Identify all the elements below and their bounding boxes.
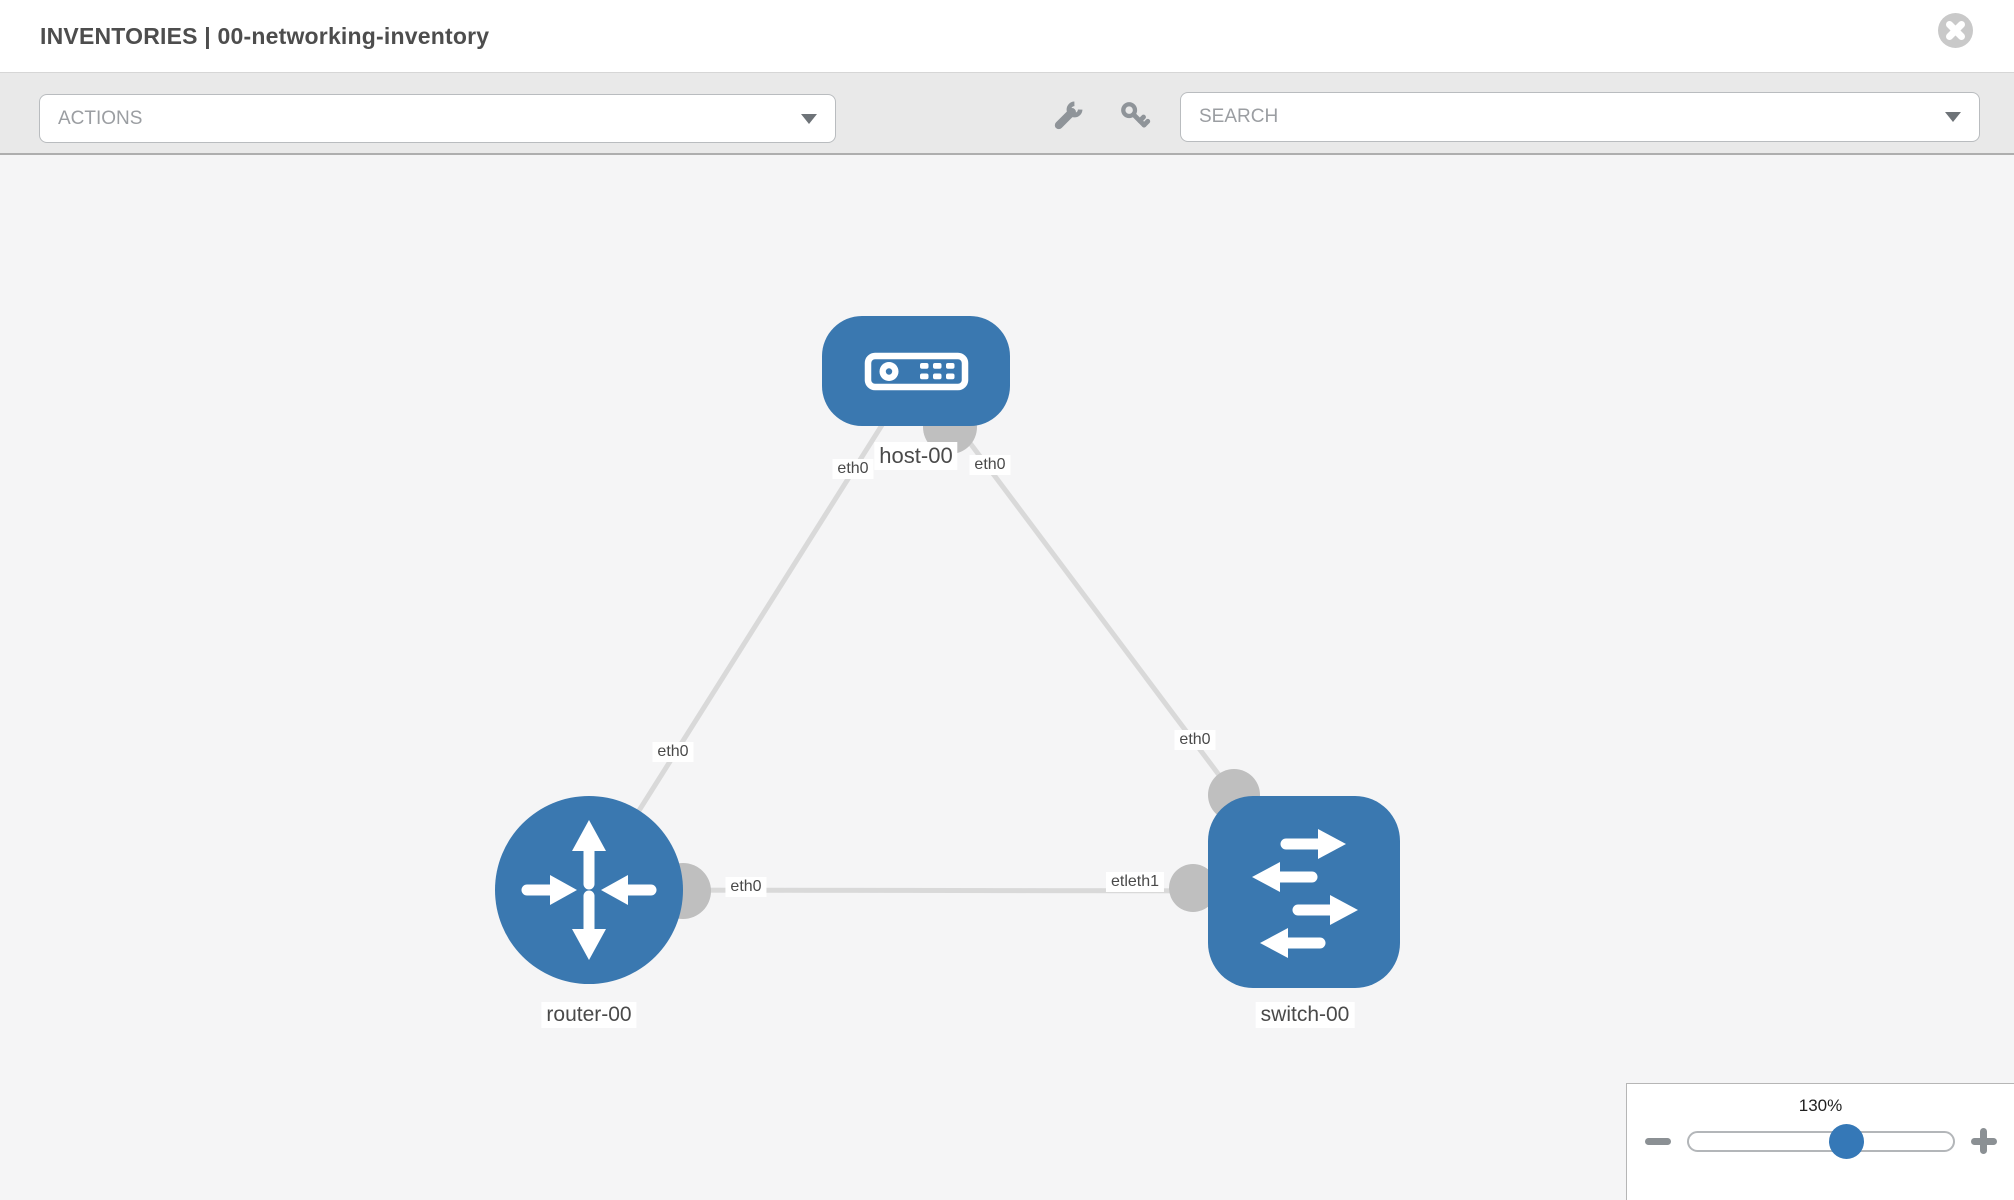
- zoom-slider-handle[interactable]: [1828, 1123, 1864, 1159]
- toolbar: ACTIONS SEARCH: [0, 73, 2014, 155]
- node-label-host: host-00: [874, 442, 958, 470]
- node-router-00[interactable]: [495, 796, 683, 984]
- topology-canvas[interactable]: host-00 eth0 eth0 eth0 eth0 eth0 etleth1…: [0, 155, 2014, 1200]
- wrench-icon: [1054, 101, 1083, 129]
- search-dropdown[interactable]: SEARCH: [1180, 92, 1980, 142]
- chevron-down-icon: [1945, 112, 1961, 122]
- wrench-button[interactable]: [1045, 94, 1091, 140]
- close-button[interactable]: [1938, 13, 1973, 48]
- node-host-00[interactable]: [822, 316, 1010, 426]
- interface-endpoints: [655, 400, 1260, 919]
- header: INVENTORIES | 00-networking-inventory: [0, 0, 2014, 73]
- actions-dropdown-label: ACTIONS: [58, 107, 143, 129]
- port-label-link-host-router: eth0: [652, 742, 694, 762]
- key-icon: [1121, 101, 1151, 127]
- chevron-down-icon: [801, 113, 817, 124]
- key-button[interactable]: [1112, 94, 1158, 140]
- close-icon: [1946, 21, 1965, 40]
- minus-icon: [1644, 1137, 1671, 1145]
- port-label-router-eth0: eth0: [725, 877, 767, 897]
- zoom-out-button[interactable]: [1644, 1137, 1671, 1145]
- zoom-panel: 130%: [1626, 1083, 2014, 1200]
- port-label-host-left: eth0: [832, 459, 874, 479]
- node-label-switch: switch-00: [1255, 1002, 1355, 1028]
- link-host-router: [586, 369, 919, 892]
- actions-dropdown[interactable]: ACTIONS: [39, 94, 836, 143]
- node-label-router: router-00: [541, 1002, 637, 1028]
- host-device-icon: [864, 352, 969, 391]
- port-label-switch-eth1: etleth1: [1105, 872, 1165, 892]
- zoom-in-button[interactable]: [1970, 1128, 1997, 1154]
- zoom-slider[interactable]: [1686, 1123, 1955, 1159]
- search-placeholder: SEARCH: [1199, 106, 1279, 127]
- port-label-link-host-switch: eth0: [1174, 730, 1216, 750]
- zoom-level: 130%: [1798, 1096, 1843, 1115]
- port-label-host-right: eth0: [969, 455, 1011, 475]
- page-title: INVENTORIES | 00-networking-inventory: [40, 23, 490, 49]
- endpoint-switch-eth1: [1169, 864, 1217, 912]
- node-switch-00[interactable]: [1208, 796, 1400, 988]
